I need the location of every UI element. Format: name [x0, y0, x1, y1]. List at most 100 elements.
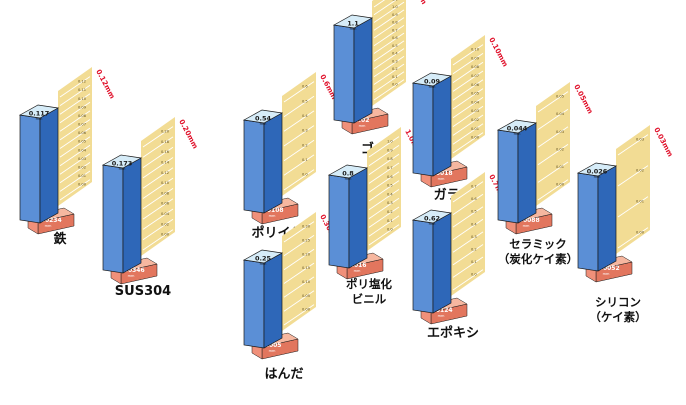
material-name-label: ポリ塩化: [346, 277, 392, 291]
scale-tick-line: [452, 206, 484, 228]
scale-tick-label: 0.2: [471, 248, 477, 252]
scale-tick-line: [373, 32, 405, 54]
scale-tick-label: 0.9: [392, 13, 398, 17]
scale-tick-label: 0.20: [302, 252, 311, 256]
scale-tick-line: [59, 93, 91, 115]
material-group-7: 0.70.60.50.40.30.20.10.00.7mm0.0124mm0.6…: [411, 172, 507, 341]
scale-max-label: 0.10mm: [487, 36, 509, 68]
bar-side: [517, 122, 537, 224]
scale-tick-label: 0.02: [78, 165, 86, 169]
scale-panel: [536, 82, 570, 206]
base-unit-label: mm: [269, 349, 276, 353]
scale-tick-label: 1.0: [392, 5, 398, 9]
scale-tick-label: 0.01: [556, 165, 564, 169]
material-name-label: 鉄: [53, 231, 66, 247]
bar-front: [243, 259, 265, 349]
material-group-9: 0.030.020.010.000.03mm0.00052mm0.026mmシリ…: [576, 125, 674, 324]
scale-tick-line: [283, 110, 315, 132]
scale-tick-line: [537, 161, 569, 183]
scale-tick-line: [368, 206, 400, 228]
scale-tick-line: [452, 193, 484, 215]
scale-tick-line: [452, 44, 484, 66]
scale-tick-line: [452, 105, 484, 127]
scale-tick-line: [283, 290, 315, 312]
scale-tick-line: [368, 224, 400, 246]
scale-tick-label: 0.7: [387, 166, 393, 170]
base-unit-label: mm: [269, 214, 276, 218]
scale-tick-label: 0.02: [161, 222, 169, 226]
scale-tick-line: [373, 79, 405, 101]
scale-tick-label: 0.06: [471, 83, 480, 87]
scale-tick-line: [283, 81, 315, 103]
material-group-0: 0.120.110.100.090.080.070.060.050.040.03…: [18, 67, 116, 247]
scale-tick-label: 0.09: [471, 56, 480, 60]
scale-tick-line: [59, 153, 91, 175]
bar-top: [332, 14, 374, 29]
material-name-label: ビニル: [352, 292, 387, 306]
scale-tick-line: [142, 229, 174, 251]
material-group-2: 0.60.50.40.30.20.10.00.6mm0.0108mm0.54mm…: [242, 72, 338, 241]
scale-tick-line: [373, 0, 397, 16]
bar-front: [412, 219, 434, 314]
bar-top: [242, 249, 284, 264]
base-value-label: 0.0124: [429, 307, 452, 314]
bar-top: [576, 162, 618, 177]
scale-tick-label: 0.05: [78, 140, 86, 144]
bar-value-label: 0.25: [255, 255, 272, 263]
scale-tick-label: 0.1: [392, 75, 398, 79]
bar-unit-label: mm: [260, 122, 267, 126]
scale-tick-label: 0.01: [636, 200, 644, 204]
scale-tick-line: [617, 165, 649, 187]
material-name-label: （ケイ素）: [589, 310, 646, 324]
base-value-label: 0.0018: [429, 170, 452, 177]
scale-tick-line: [142, 208, 174, 230]
scale-tick-line: [373, 63, 405, 85]
scale-tick-line: [283, 235, 315, 257]
scale-tick-label: 0.4: [392, 52, 398, 56]
bar-value-label: 1.1: [347, 20, 359, 28]
scale-tick-label: 0.01: [471, 127, 479, 131]
material-name-label: （炭化ケイ素）: [498, 252, 578, 266]
bar-unit-label: mm: [345, 177, 352, 181]
bar-value-label: 0.8: [342, 170, 354, 178]
scale-tick-line: [373, 25, 405, 47]
scale-tick-line: [283, 139, 315, 162]
base-value-label: 0.02: [355, 117, 370, 124]
scale-tick-label: 0.3: [392, 59, 398, 63]
bar-front: [333, 24, 355, 124]
scale-max-label: 1.2mm: [408, 0, 428, 6]
bar-top: [18, 104, 60, 119]
scale-tick-label: 0.08: [471, 65, 480, 69]
scale-tick-line: [142, 177, 174, 199]
scale-tick-label: 0.15: [302, 266, 310, 270]
scale-tick-label: 0.10: [302, 280, 311, 284]
scale-tick-label: 0.06: [161, 202, 170, 206]
scale-panel: [616, 125, 650, 254]
scale-tick-label: 0.07: [78, 123, 86, 127]
scale-tick-line: [283, 276, 315, 298]
scale-tick-line: [283, 125, 315, 147]
scale-tick-line: [59, 110, 91, 132]
scale-tick-label: 0.12: [161, 171, 169, 175]
scale-tick-line: [59, 179, 91, 201]
scale-max-label: 0.03mm: [652, 126, 674, 158]
scale-tick-label: 0.02: [556, 147, 564, 151]
scale-tick-line: [452, 88, 484, 110]
scale-tick-label: 0.00: [302, 308, 311, 312]
bar-value-label: 0.117: [29, 110, 50, 118]
bar-value-label: 0.09: [424, 78, 441, 86]
scale-tick-line: [368, 136, 400, 158]
bar-side: [348, 167, 368, 269]
bar-top: [327, 164, 369, 179]
scale-tick-line: [142, 157, 174, 179]
bar-value-label: 0.026: [587, 168, 608, 176]
scale-tick-label: 0.10: [78, 97, 87, 101]
scale-panel: [451, 172, 485, 296]
scale-tick-line: [452, 53, 484, 75]
scale-tick-label: 0.03: [471, 109, 479, 113]
scale-tick-label: 0.09: [78, 105, 87, 109]
material-group-8: 0.050.040.030.020.010.000.05mm0.00088mm0…: [496, 82, 594, 266]
scale-tick-label: 0.1: [471, 260, 477, 264]
scale-tick-line: [452, 256, 484, 278]
